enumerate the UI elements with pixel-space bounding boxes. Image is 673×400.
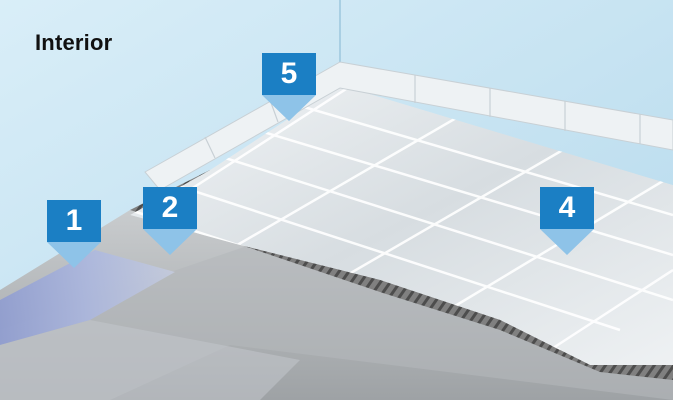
marker-5: 5 <box>262 53 316 121</box>
marker-1: 1 <box>47 200 101 268</box>
diagram-title: Interior <box>35 30 112 56</box>
marker-2-label: 2 <box>143 187 197 229</box>
marker-2: 2 <box>143 187 197 255</box>
marker-2-pointer <box>143 229 197 255</box>
marker-4-pointer <box>540 229 594 255</box>
marker-1-label: 1 <box>47 200 101 242</box>
marker-5-label: 5 <box>262 53 316 95</box>
marker-4-label: 4 <box>540 187 594 229</box>
marker-1-pointer <box>47 242 101 268</box>
marker-5-pointer <box>262 95 316 121</box>
marker-4: 4 <box>540 187 594 255</box>
